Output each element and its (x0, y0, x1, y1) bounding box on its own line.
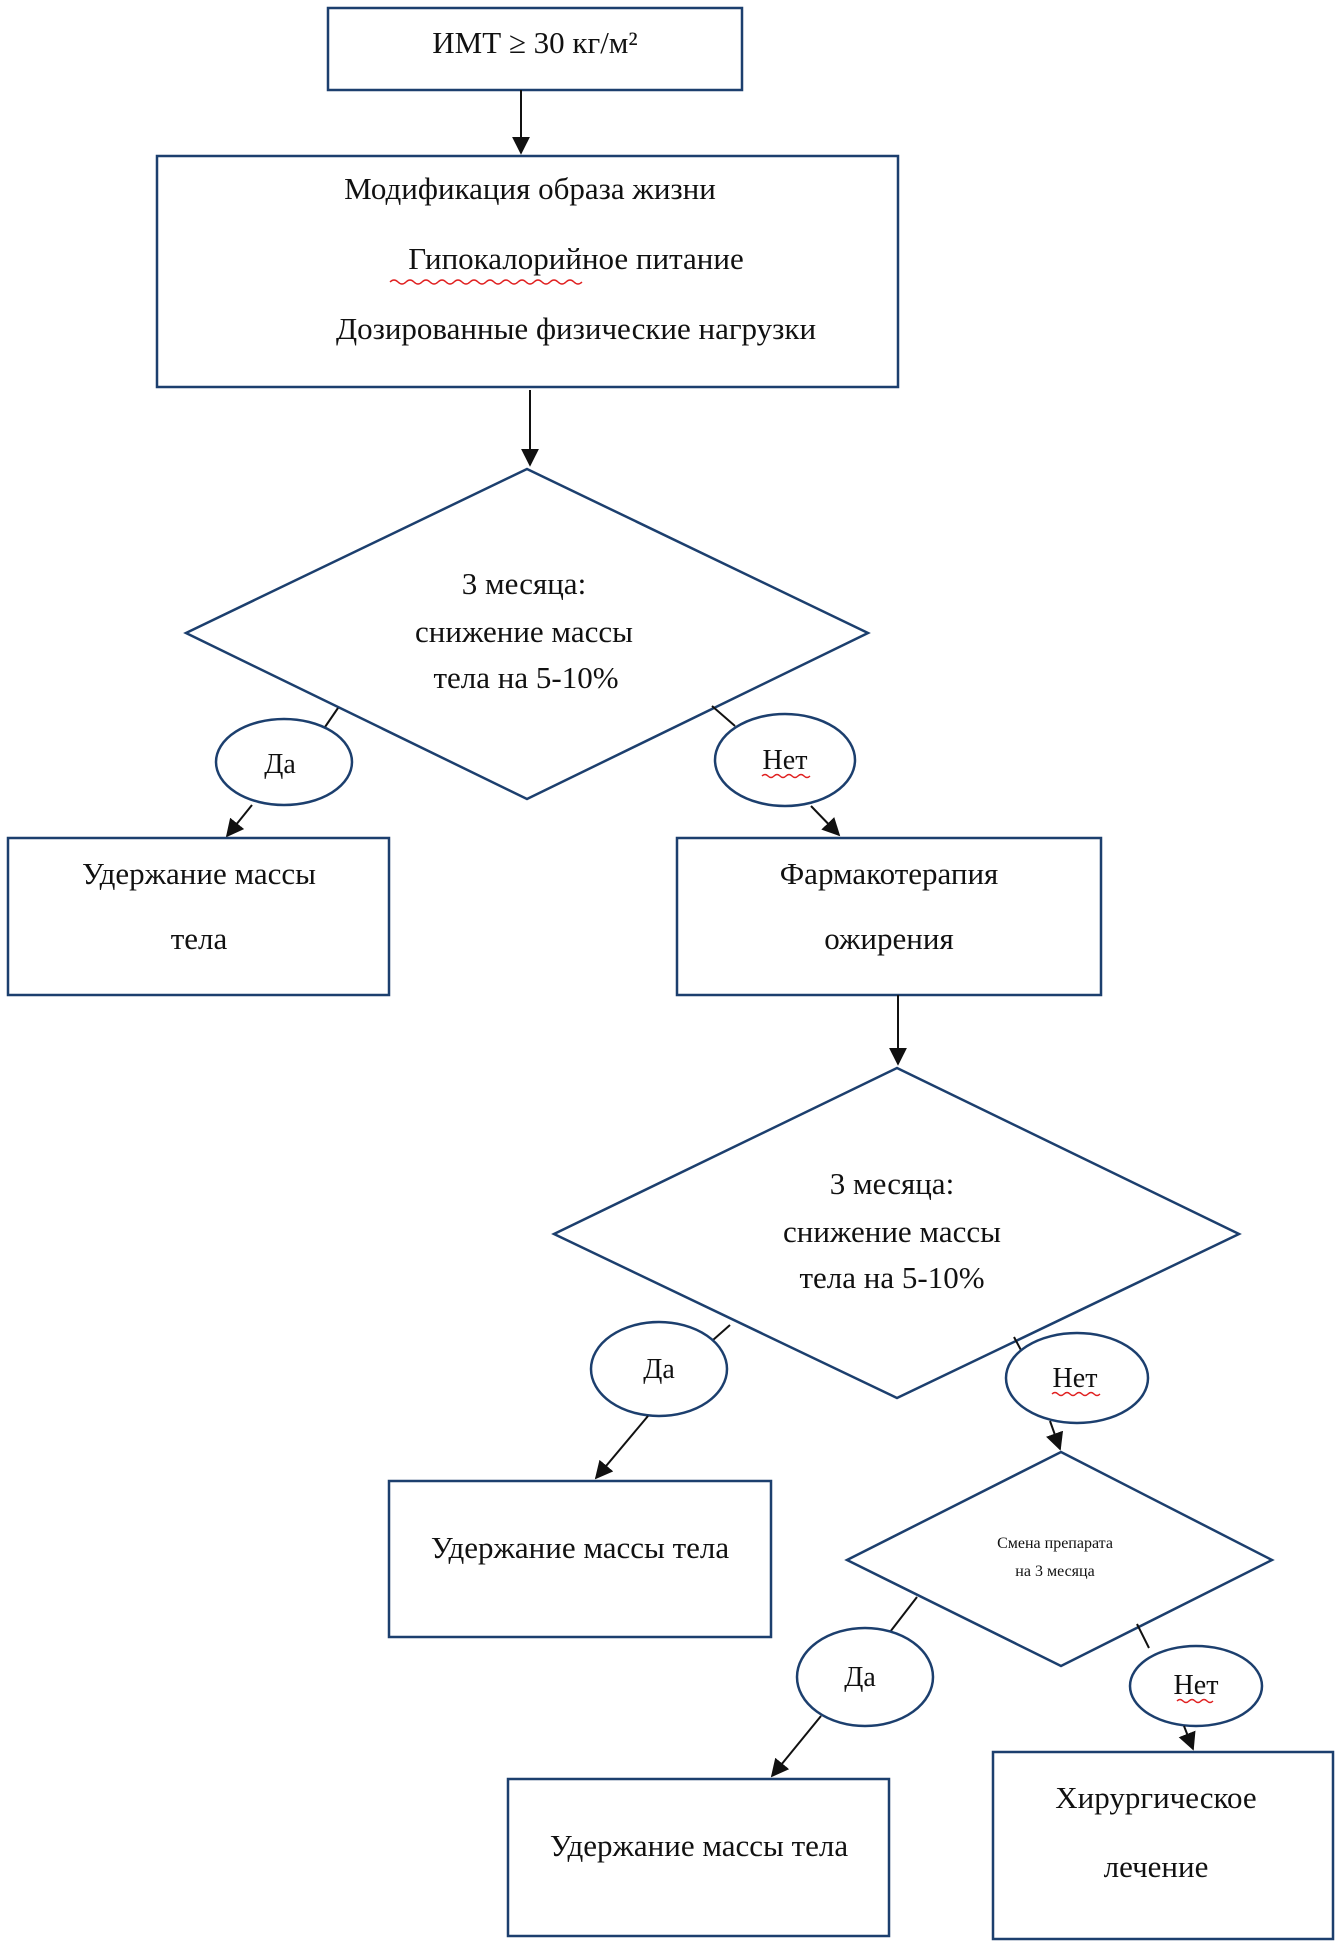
decision1-yes-label: Да (264, 749, 296, 780)
spellcheck-underline (761, 773, 811, 779)
decision2-no-oval (1004, 1331, 1150, 1425)
decision3-diamond (844, 1450, 1275, 1668)
arrow-decision3-yes-to-maintain3 (770, 1715, 822, 1778)
pharmacotherapy-line-1: Фармакотерапия (780, 856, 999, 891)
arrow-decision3-no-to-surgery (1178, 1725, 1196, 1751)
pharmacotherapy-line-2: ожирения (824, 921, 953, 956)
surgery-line-2: лечение (1104, 1849, 1209, 1884)
arrow-decision1-no-to-pharmacotherapy (810, 805, 841, 837)
decision3-line-2: на 3 месяца (1015, 1563, 1094, 1580)
decision1-no-oval (713, 712, 857, 808)
bmi-criterion-box (326, 6, 744, 92)
spellcheck-underline (1051, 1391, 1101, 1397)
decision3-yes-label: Да (844, 1662, 876, 1693)
lifestyle-modification-box (155, 154, 900, 389)
decision1-line-3: тела на 5-10% (433, 660, 618, 695)
decision3-yes-oval (795, 1626, 935, 1728)
decision3-no-oval (1128, 1644, 1264, 1728)
decision1-no-label: Нет (763, 745, 808, 776)
pharmacotherapy-box (675, 836, 1103, 997)
decision1-line-2: снижение массы (415, 614, 633, 649)
decision1-yes-oval (214, 717, 354, 807)
surgery-line-1: Хирургическое (1055, 1780, 1256, 1815)
maintain1-line-1: Удержание массы (82, 856, 316, 891)
lifestyle-line-2: Гипокалорийное питание (408, 241, 743, 276)
decision2-yes-oval (589, 1320, 729, 1418)
connector-decision3-yes (889, 1596, 918, 1633)
decision2-no-label: Нет (1053, 1363, 1098, 1394)
decision2-yes-label: Да (643, 1354, 675, 1385)
connector-decision1-yes (324, 707, 339, 728)
maintain1-line-2: тела (171, 921, 228, 956)
decision2-line-2: снижение массы (783, 1214, 1001, 1249)
connector-decision3-no (1136, 1623, 1150, 1649)
maintain-weight-box-1 (6, 836, 391, 997)
decision1-line-1: 3 месяца: (462, 566, 586, 601)
arrow-decision1-yes-to-maintain1 (225, 804, 253, 838)
decision2-line-3: тела на 5-10% (799, 1260, 984, 1295)
lifestyle-line-1: Модификация образа жизни (344, 171, 716, 206)
spellcheck-underline (1176, 1698, 1214, 1704)
maintain-weight-box-3 (506, 1777, 891, 1938)
decision1-diamond (183, 467, 871, 801)
decision3-no-label: Нет (1174, 1670, 1219, 1701)
decision2-diamond (551, 1066, 1242, 1400)
lifestyle-line-3: Дозированные физические нагрузки (336, 311, 816, 346)
maintain-weight-box-2 (387, 1479, 773, 1639)
bmi-criterion-label: ИМТ ≥ 30 кг/м² (432, 25, 637, 60)
connector-decision2-yes (712, 1324, 731, 1341)
decision3-line-1: Смена препарата (997, 1535, 1113, 1552)
maintain2-label: Удержание массы тела (431, 1530, 730, 1565)
arrow-decision2-no-to-decision3 (1046, 1420, 1064, 1451)
maintain3-label: Удержание массы тела (550, 1828, 849, 1863)
connector-decision1-no (711, 705, 736, 727)
arrow-decision2-yes-to-maintain2 (594, 1415, 649, 1480)
surgery-box (991, 1750, 1335, 1941)
spellcheck-underline (389, 279, 583, 285)
decision2-line-1: 3 месяца: (830, 1166, 954, 1201)
